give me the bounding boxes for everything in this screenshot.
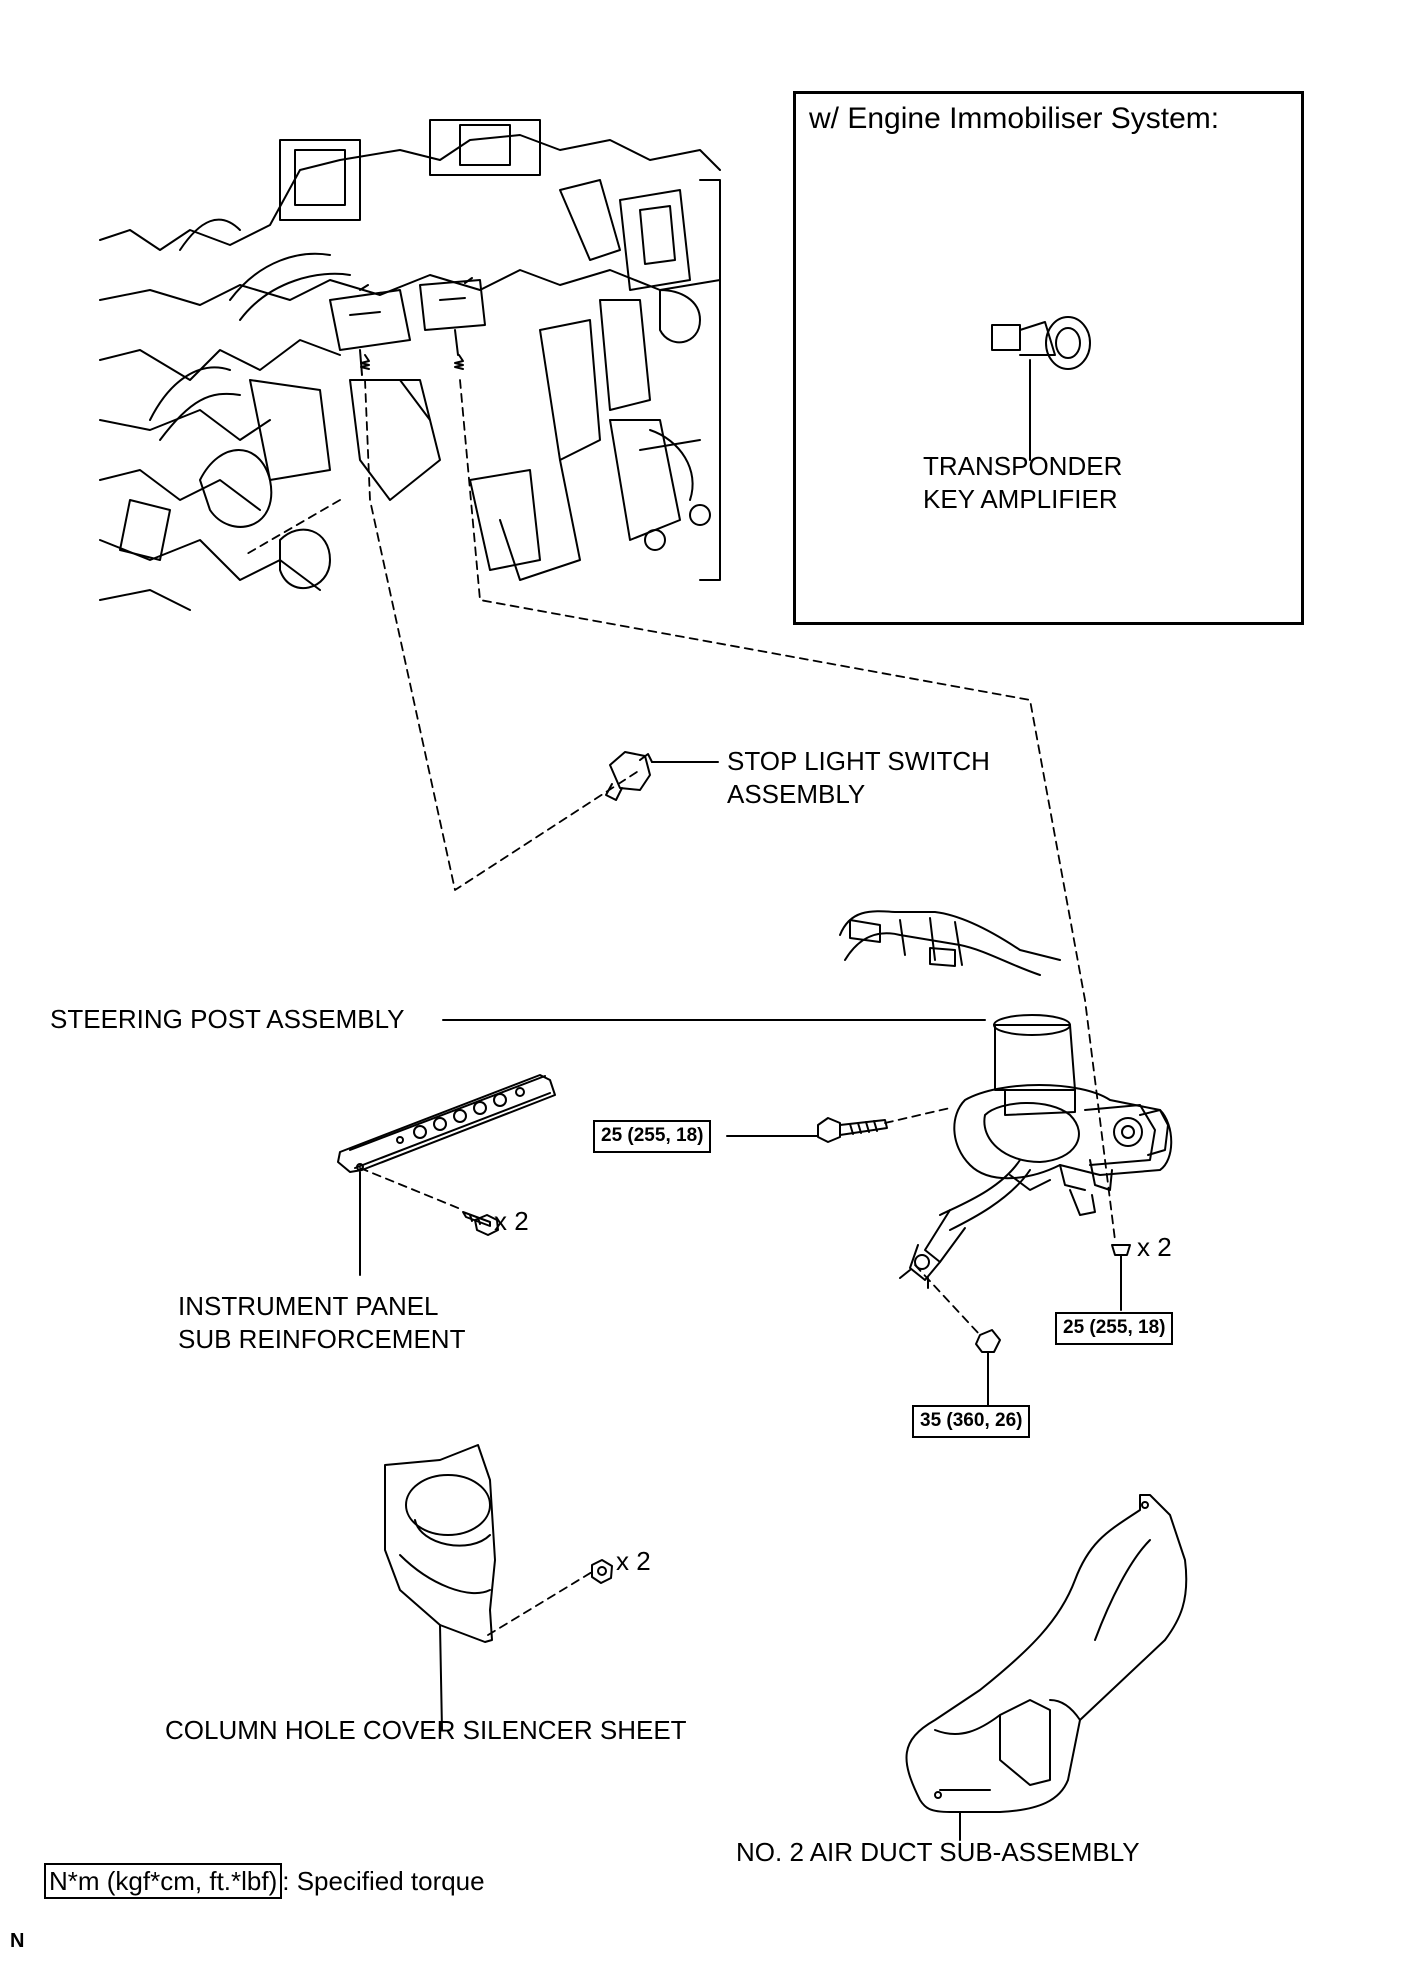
torque-legend: N*m (kgf*cm, ft.*lbf): Specified torque [44, 1863, 485, 1899]
silencer-clip-quantity: x 2 [616, 1546, 651, 1576]
steering-post-assembly-part [839, 910, 1173, 1289]
transponder-label-line1: TRANSPONDER [923, 451, 1123, 481]
dashed-leaders [244, 379, 1116, 1636]
lower-bolt-part [975, 1329, 1001, 1411]
instrument-panel-label-line2: SUB REINFORCEMENT [178, 1324, 466, 1354]
transponder-key-amplifier-part [991, 316, 1091, 461]
column-hole-cover-label: COLUMN HOLE COVER SILENCER SHEET [165, 1715, 687, 1745]
transponder-label-line2: KEY AMPLIFIER [923, 484, 1118, 514]
post-nut-quantity: x 2 [1137, 1232, 1172, 1262]
post-nut-part [1111, 1244, 1131, 1311]
long-bolt-part [817, 1117, 888, 1143]
column-hole-cover-silencer-sheet-part [384, 1444, 613, 1731]
solid-leaders [442, 1019, 986, 1137]
instrument-panel-label-line1: INSTRUMENT PANEL [178, 1291, 439, 1321]
legend-description: : Specified torque [282, 1866, 485, 1896]
air-duct-label: NO. 2 AIR DUCT SUB-ASSEMBLY [736, 1837, 1140, 1867]
engine-immobiliser-inset: w/ Engine Immobiliser System: [793, 91, 1304, 625]
torque-lower-bolt: 35 (360, 26) [912, 1405, 1031, 1438]
stop-light-switch-part [605, 751, 719, 801]
inset-title: w/ Engine Immobiliser System: [809, 102, 1220, 135]
reinforcement-bolt-quantity: x 2 [494, 1206, 529, 1236]
torque-long-bolt: 25 (255, 18) [593, 1120, 712, 1153]
no2-air-duct-part [905, 1494, 1188, 1841]
dashboard-sketch [99, 119, 721, 611]
stop-light-switch-label-line1: STOP LIGHT SWITCH [727, 746, 990, 776]
stop-light-switch-label-line2: ASSEMBLY [727, 779, 866, 809]
corner-mark: N [10, 1930, 25, 1952]
instrument-panel-sub-reinforcement-part [337, 1074, 556, 1276]
torque-post-nut: 25 (255, 18) [1055, 1312, 1174, 1345]
legend-unit-box: N*m (kgf*cm, ft.*lbf) [44, 1863, 283, 1899]
steering-post-label: STEERING POST ASSEMBLY [50, 1004, 405, 1034]
